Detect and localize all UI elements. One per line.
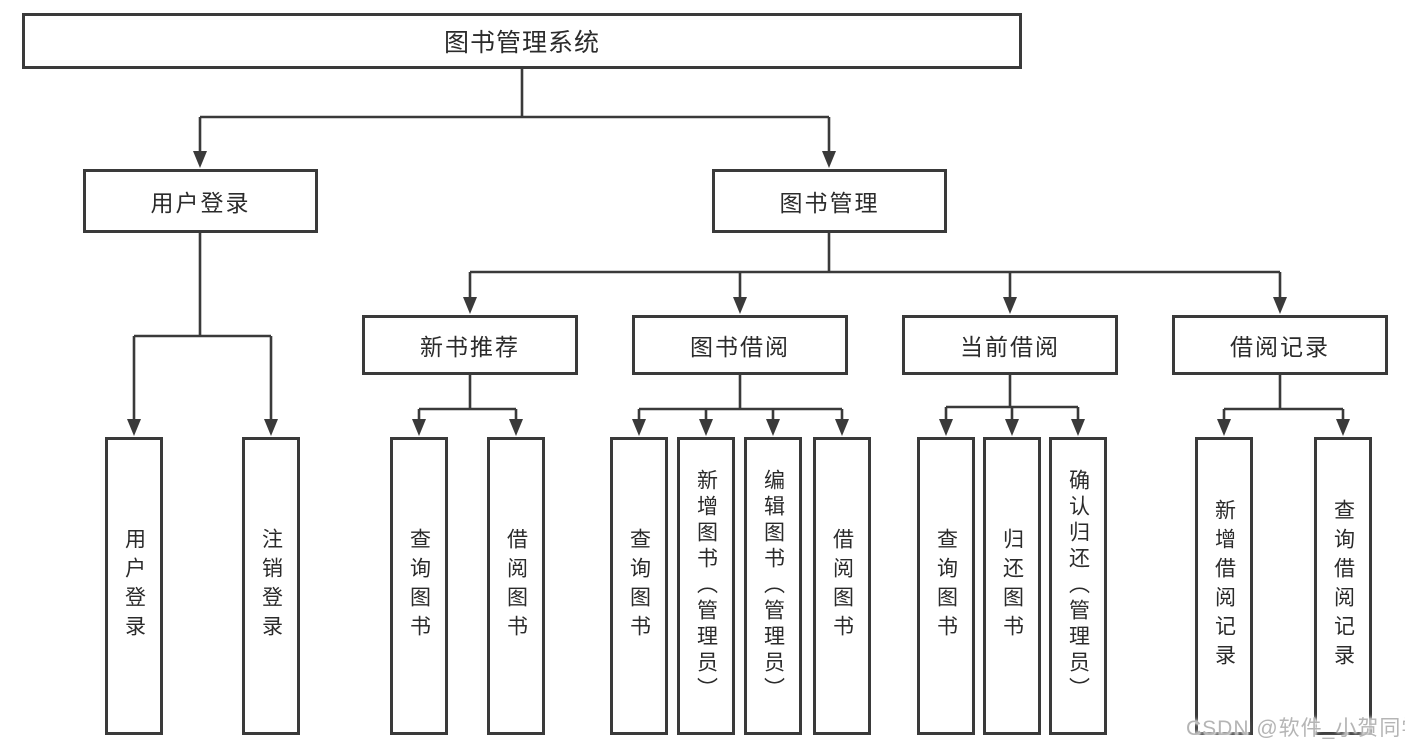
leaf-borrowing-query-books: 查询图书: [610, 437, 668, 735]
leaf-recommend-query-books: 查询图书: [390, 437, 448, 735]
node-borrowing-records: 借阅记录: [1172, 315, 1388, 375]
node-book-management: 图书管理: [712, 169, 947, 233]
leaf-logout: 注销登录: [242, 437, 300, 735]
node-library-management-system: 图书管理系统: [22, 13, 1022, 69]
leaf-user-login: 用户登录: [105, 437, 163, 735]
connector-lines: [132, 69, 1345, 420]
leaf-add-books-admin: 新增图书（管理员）: [677, 437, 735, 735]
leaf-borrowing-borrow-books: 借阅图书: [813, 437, 871, 735]
leaf-query-borrow-record: 查询借阅记录: [1314, 437, 1372, 735]
leaf-confirm-return-admin: 确认归还（管理员）: [1049, 437, 1107, 735]
node-book-borrowing: 图书借阅: [632, 315, 848, 375]
leaf-recommend-borrow-books: 借阅图书: [487, 437, 545, 735]
arrowheads: [127, 151, 1350, 436]
leaf-return-books: 归还图书: [983, 437, 1041, 735]
leaf-add-borrow-record: 新增借阅记录: [1195, 437, 1253, 735]
leaf-current-query-books: 查询图书: [917, 437, 975, 735]
csdn-watermark: CSDN @软件_小贺同学: [1186, 717, 1405, 740]
node-user-login: 用户登录: [83, 169, 318, 233]
node-current-borrowing: 当前借阅: [902, 315, 1118, 375]
leaf-edit-books-admin: 编辑图书（管理员）: [744, 437, 802, 735]
node-new-book-recommend: 新书推荐: [362, 315, 578, 375]
